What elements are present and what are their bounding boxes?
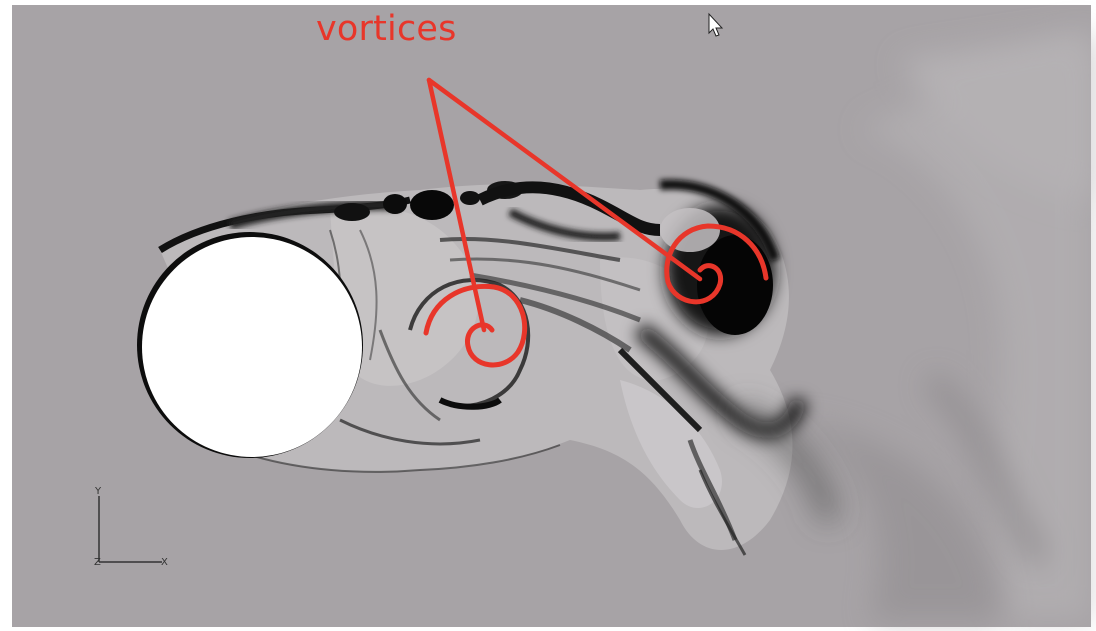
y-axis-label: Y	[95, 487, 101, 497]
x-axis-label: X	[161, 558, 168, 568]
z-axis-label: Z	[94, 558, 101, 568]
cylinder	[137, 232, 363, 458]
vortices-label: vortices	[316, 12, 457, 47]
